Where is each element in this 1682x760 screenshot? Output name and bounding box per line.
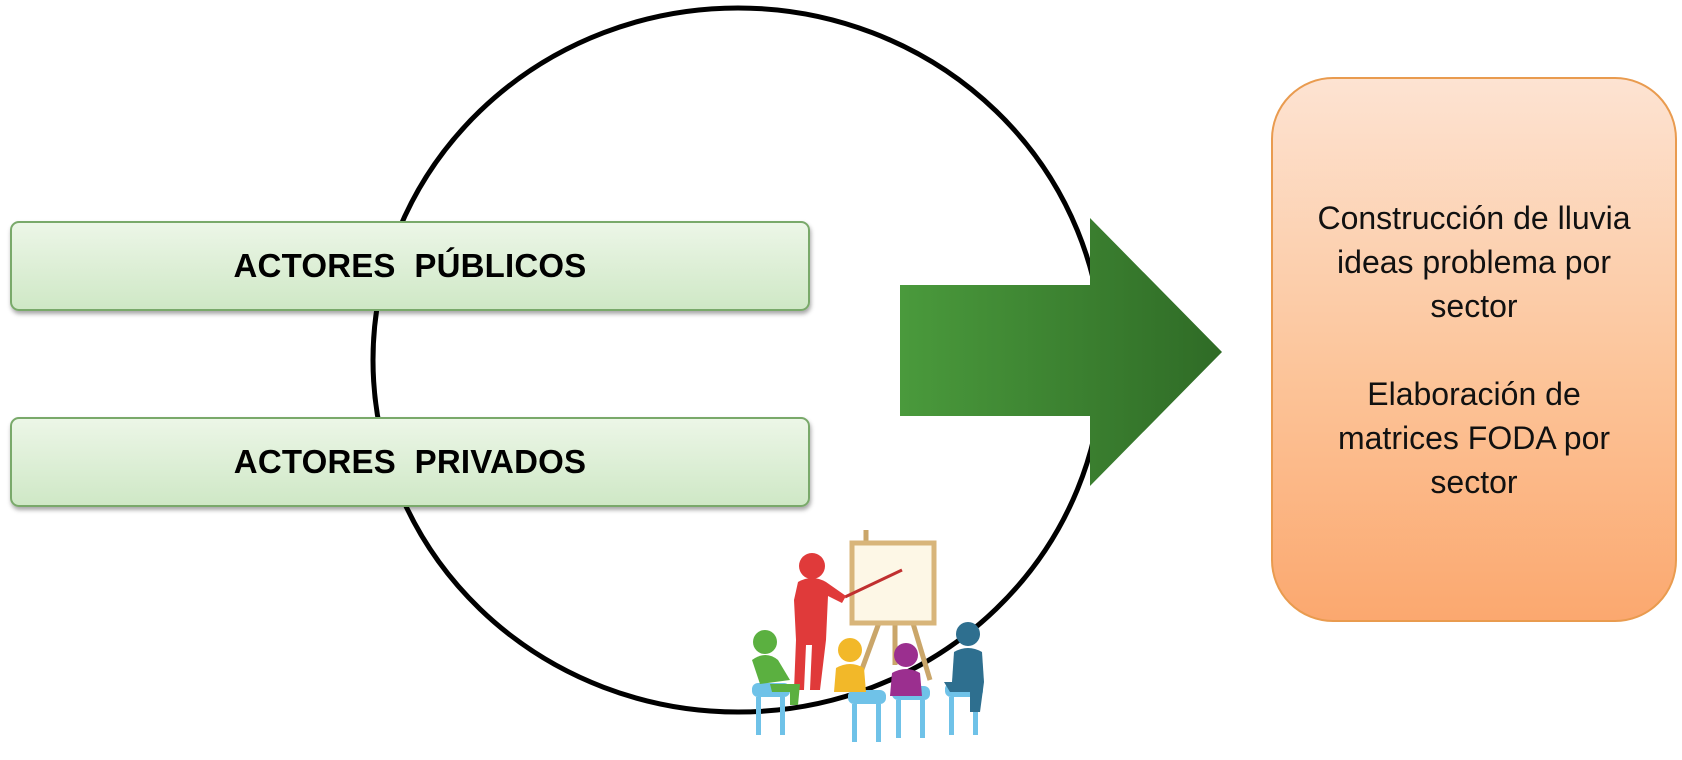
result-paragraph-foda: Elaboración de matrices FODA por sector xyxy=(1337,375,1611,500)
actor-box-publicos: ACTORES PÚBLICOS xyxy=(10,221,810,311)
result-paragraph-brainstorm: Construcción de lluvia ideas problema po… xyxy=(1317,199,1631,324)
classroom-presentation-icon xyxy=(752,530,984,742)
actor-label-privados: ACTORES PRIVADOS xyxy=(233,443,587,480)
actor-label-publicos: ACTORES PÚBLICOS xyxy=(233,247,587,284)
right-arrow-icon xyxy=(900,218,1222,486)
actor-box-privados: ACTORES PRIVADOS xyxy=(10,417,810,507)
result-box: Construcción de lluvia ideas problema po… xyxy=(1271,77,1677,622)
